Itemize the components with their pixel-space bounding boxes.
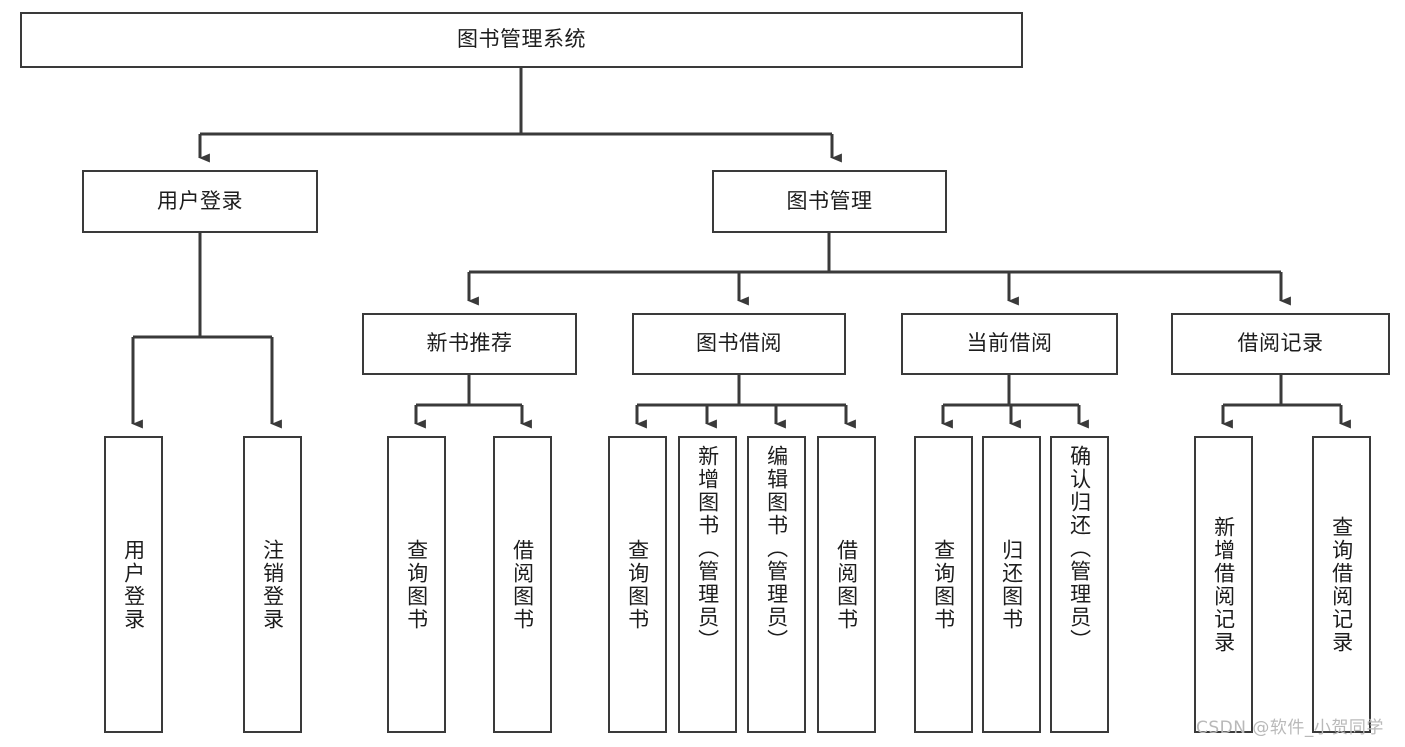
node-label: 用户登录 [121, 538, 146, 631]
csdn-watermark: CSDN @软件_小贺同学 [1196, 718, 1384, 738]
node-label: 查询图书 [404, 538, 429, 631]
leaf-return-book[interactable]: 归还图书 [982, 436, 1041, 733]
leaf-logout-login[interactable]: 注销登录 [243, 436, 302, 733]
node-root-book-management-system[interactable]: 图书管理系统 [20, 12, 1023, 68]
node-label: 查询图书 [931, 538, 956, 631]
node-label: 图书管理 [786, 188, 873, 213]
leaf-edit-book[interactable]: 编辑图书（管理员） [747, 436, 806, 733]
leaf-query-book-2[interactable]: 查询图书 [608, 436, 667, 733]
node-label: 当前借阅 [966, 331, 1053, 356]
node-label: 借阅记录 [1237, 331, 1324, 356]
node-label: 编辑图书（管理员） [764, 445, 789, 652]
node-label: 查询图书 [625, 538, 650, 631]
leaf-query-borrow-record[interactable]: 查询借阅记录 [1312, 436, 1371, 733]
leaf-query-book-1[interactable]: 查询图书 [387, 436, 446, 733]
node-book-management[interactable]: 图书管理 [712, 170, 947, 233]
node-new-book-recommend[interactable]: 新书推荐 [362, 313, 577, 375]
node-current-borrow[interactable]: 当前借阅 [901, 313, 1118, 375]
leaf-query-book-3[interactable]: 查询图书 [914, 436, 973, 733]
node-label: 借阅图书 [510, 538, 535, 631]
node-label: 图书管理系统 [457, 27, 586, 52]
leaf-confirm-return[interactable]: 确认归还（管理员） [1050, 436, 1109, 733]
node-label: 新书推荐 [426, 331, 513, 356]
node-label: 借阅图书 [834, 538, 859, 631]
node-label: 归还图书 [999, 538, 1024, 631]
node-borrow-record[interactable]: 借阅记录 [1171, 313, 1390, 375]
node-label: 确认归还（管理员） [1067, 445, 1092, 652]
node-book-borrow[interactable]: 图书借阅 [632, 313, 846, 375]
leaf-add-book[interactable]: 新增图书（管理员） [678, 436, 737, 733]
leaf-user-login[interactable]: 用户登录 [104, 436, 163, 733]
leaf-borrow-book-1[interactable]: 借阅图书 [493, 436, 552, 733]
node-label: 新增图书（管理员） [695, 445, 720, 652]
node-user-login[interactable]: 用户登录 [82, 170, 318, 233]
leaf-add-borrow-record[interactable]: 新增借阅记录 [1194, 436, 1253, 733]
node-label: 查询借阅记录 [1329, 515, 1354, 654]
node-label: 新增借阅记录 [1211, 515, 1236, 654]
leaf-borrow-book-2[interactable]: 借阅图书 [817, 436, 876, 733]
node-label: 图书借阅 [696, 331, 782, 356]
node-label: 用户登录 [157, 188, 243, 213]
node-label: 注销登录 [260, 538, 285, 631]
